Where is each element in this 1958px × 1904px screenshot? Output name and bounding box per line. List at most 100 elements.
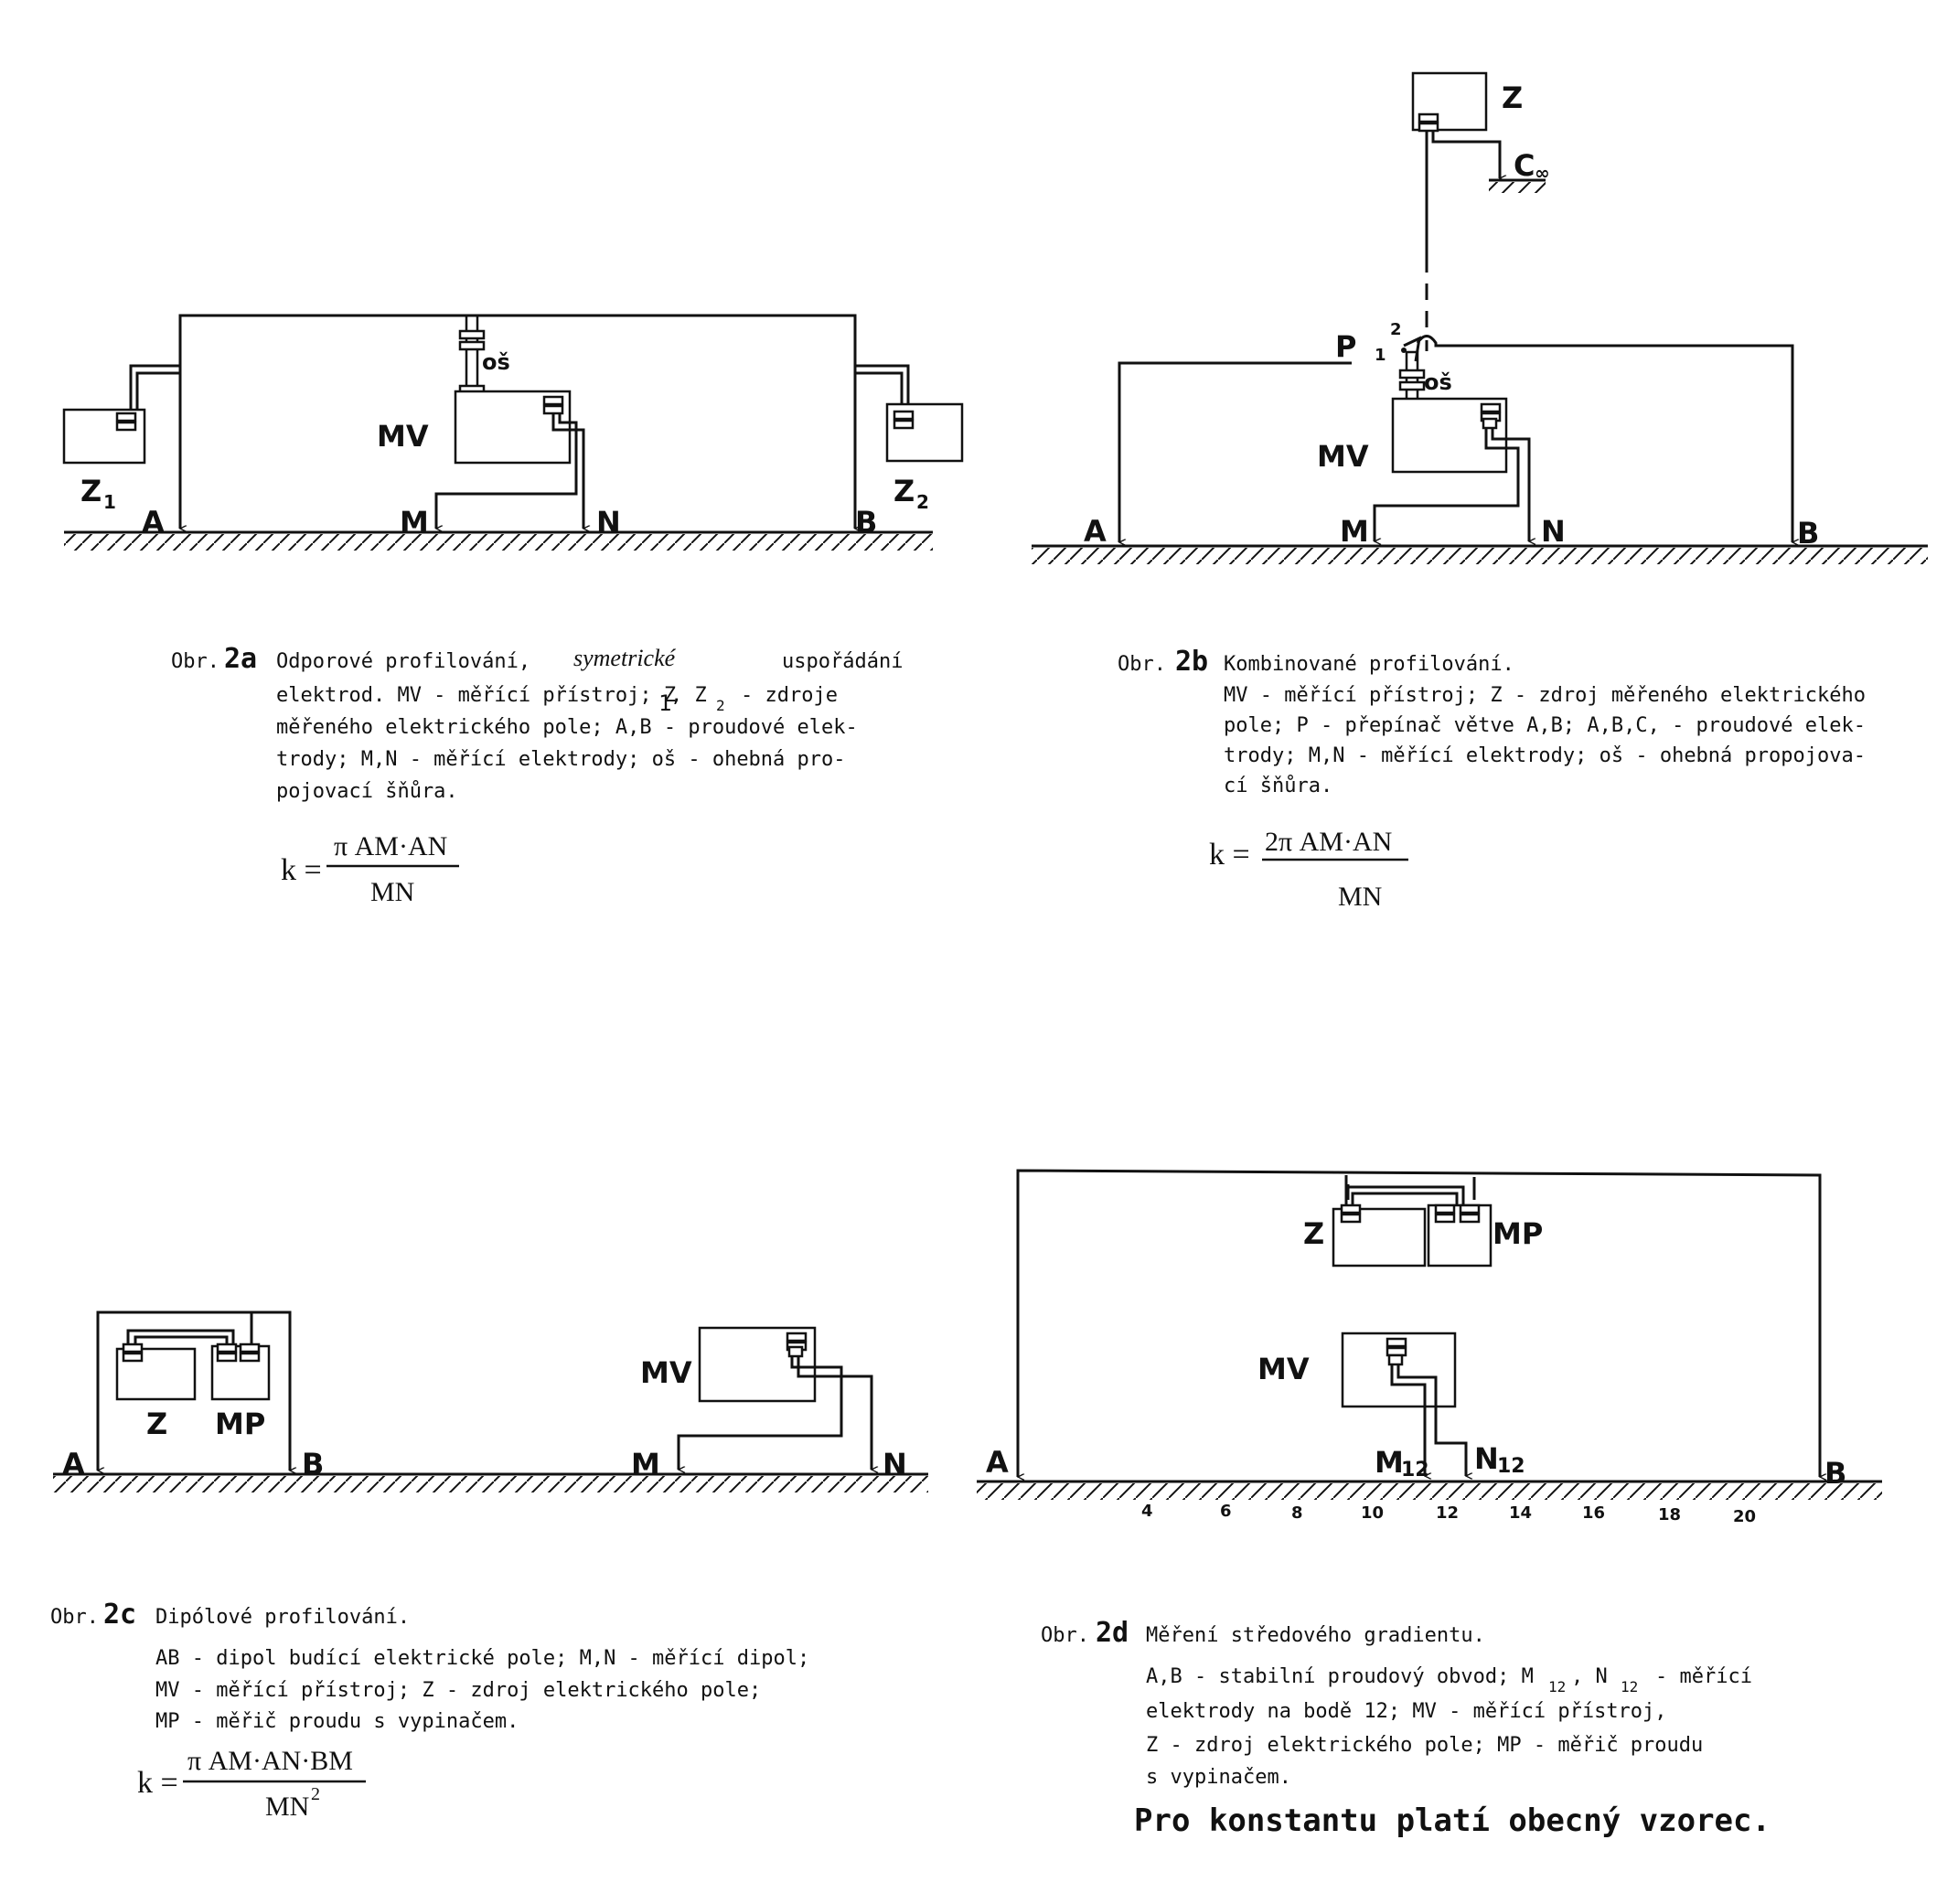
label-os: oš: [482, 349, 510, 375]
caption-line-2: AB - dipol budící elektrické pole; M,N -…: [155, 1647, 809, 1670]
label-a: A: [1084, 514, 1107, 549]
caption-line-3: MV - měřící přístroj; Z - zdroj elektric…: [155, 1679, 761, 1702]
ground-line: [53, 1472, 928, 1492]
label-n: N: [883, 1447, 907, 1481]
wire-to-n: [551, 413, 583, 529]
label-z1-sub: 1: [103, 491, 116, 513]
wire-to-m: [1373, 428, 1520, 541]
source-z2-wire-2: [855, 371, 904, 416]
formula-k: k =: [137, 1766, 178, 1800]
label-z2-sub: 2: [916, 491, 929, 513]
caption-sub-1: 12: [1548, 1678, 1566, 1695]
caption-2d: Obr. 2d Měření středového gradientu. A,B…: [1041, 1617, 1752, 1789]
caption-line-3: elektrody na bodě 12; MV - měřící přístr…: [1146, 1700, 1667, 1723]
caption-prefix: Obr.: [50, 1606, 99, 1629]
caption-line-4: trody; M,N - měřící elektrody; oš - oheb…: [276, 748, 846, 771]
label-a: A: [142, 505, 165, 540]
formula-denominator: MN: [1338, 882, 1382, 912]
label-p1: 1: [1375, 346, 1386, 365]
z-mp-wire-2: [1351, 1192, 1459, 1207]
station-scale: 4 6 8 10 12 14 16 18 20: [1141, 1502, 1756, 1526]
caption-line-4: MP - měřič proudu s vypinačem.: [155, 1710, 519, 1733]
scale-tick-16: 16: [1582, 1503, 1605, 1523]
caption-line-2-end: - zdroje: [741, 684, 838, 707]
formula-2b: k = 2π AM·AN MN: [1209, 827, 1408, 912]
label-m: M: [631, 1447, 660, 1481]
label-z2: Z: [893, 474, 915, 508]
label-a: A: [62, 1447, 85, 1481]
caption-sub-2: 12: [1621, 1678, 1638, 1695]
flexible-cord: [465, 314, 479, 390]
caption-line-5: cí šňůra.: [1224, 774, 1332, 797]
ground-line: [977, 1480, 1882, 1500]
scale-tick-6: 6: [1220, 1502, 1232, 1521]
formula-k: k =: [281, 853, 322, 887]
label-n: N: [1541, 514, 1566, 549]
ground-line: [64, 530, 933, 551]
caption-line-5: s vypinačem.: [1146, 1766, 1291, 1789]
caption-line-2-mid: , Z: [670, 684, 707, 707]
figure-2b: Z C ∞ P 1 2 oš MV A M N B Obr. 2b Kombin…: [1032, 71, 1928, 912]
caption-2b: Obr. 2b Kombinované profilování. MV - mě…: [1118, 646, 1866, 797]
label-n: N: [1474, 1441, 1499, 1476]
source-z2-wire: [855, 364, 910, 416]
wire-to-m: [677, 1356, 843, 1470]
formula-2c: k = π AM·AN·BM MN 2: [137, 1746, 366, 1822]
scale-tick-12: 12: [1436, 1503, 1459, 1523]
caption-2c: Obr. 2c Dipólové profilování. AB - dipol…: [50, 1599, 809, 1733]
caption-line-2: A,B - stabilní proudový obvod; M: [1146, 1665, 1534, 1688]
caption-line-2: MV - měřící přístroj; Z - zdroj měřeného…: [1224, 684, 1866, 707]
caption-prefix: Obr.: [171, 650, 219, 673]
caption-sub-2: 2: [716, 697, 725, 714]
label-c: C: [1514, 148, 1535, 183]
caption-line-2-mid: , N: [1571, 1665, 1608, 1688]
label-z1: Z: [80, 474, 102, 508]
label-n-sub: 12: [1497, 1455, 1525, 1478]
current-dipole-wire: [96, 1310, 292, 1469]
label-mv: MV: [1257, 1352, 1310, 1386]
z-mp-wire: [1344, 1185, 1465, 1207]
label-m: M: [1375, 1445, 1404, 1480]
label-a: A: [986, 1445, 1009, 1480]
wire-to-n: [1396, 1364, 1466, 1476]
label-z: Z: [1303, 1216, 1324, 1251]
label-z: Z: [1502, 80, 1523, 115]
formula-denominator: MN: [265, 1792, 309, 1822]
label-p2: 2: [1390, 320, 1402, 339]
label-p: P: [1335, 329, 1356, 364]
caption-prefix: Obr.: [1041, 1624, 1089, 1647]
caption-line-4: Z - zdroj elektrického pole; MP - měřič …: [1146, 1734, 1703, 1757]
label-c-sub: ∞: [1535, 162, 1550, 184]
caption-tag: 2d: [1096, 1617, 1129, 1649]
label-mp: MP: [215, 1407, 265, 1441]
caption-line-1c: uspořádání: [782, 650, 903, 673]
caption-line-5: pojovací šňůra.: [276, 779, 458, 803]
figure-2c: Z MP MV A B M N Obr. 2c Dipólové profilo…: [50, 1310, 928, 1822]
formula-2a: k = π AM·AN MN: [281, 831, 459, 907]
label-z: Z: [146, 1407, 167, 1441]
scale-tick-8: 8: [1291, 1503, 1303, 1523]
caption-line-1b: symetrické: [573, 645, 677, 671]
formula-k: k =: [1209, 838, 1250, 872]
caption-tag: 2a: [224, 643, 257, 675]
label-b: B: [302, 1447, 324, 1481]
wire-to-m: [434, 413, 578, 529]
wire-to-c: [1431, 131, 1500, 178]
caption-line-1: Dipólové profilování.: [155, 1606, 410, 1629]
caption-line-1a: Odporové profilování,: [276, 650, 530, 673]
scale-tick-18: 18: [1658, 1505, 1681, 1524]
formula-denominator: MN: [370, 877, 414, 907]
label-mv: MV: [640, 1355, 692, 1390]
caption-line-1: Měření středového gradientu.: [1146, 1624, 1485, 1647]
label-mv: MV: [377, 419, 429, 454]
caption-line-2-end: - měřící: [1655, 1665, 1752, 1688]
wire-to-a: [1118, 361, 1352, 526]
caption-line-3: pole; P - přepínač větve A,B; A,B,C, - p…: [1224, 714, 1866, 737]
wire-to-m: [1390, 1364, 1425, 1476]
source-z1-wire: [129, 364, 180, 412]
caption-prefix: Obr.: [1118, 653, 1166, 676]
scale-tick-4: 4: [1141, 1502, 1153, 1521]
z-mp-wire: [126, 1329, 235, 1344]
label-m: M: [1340, 514, 1369, 549]
